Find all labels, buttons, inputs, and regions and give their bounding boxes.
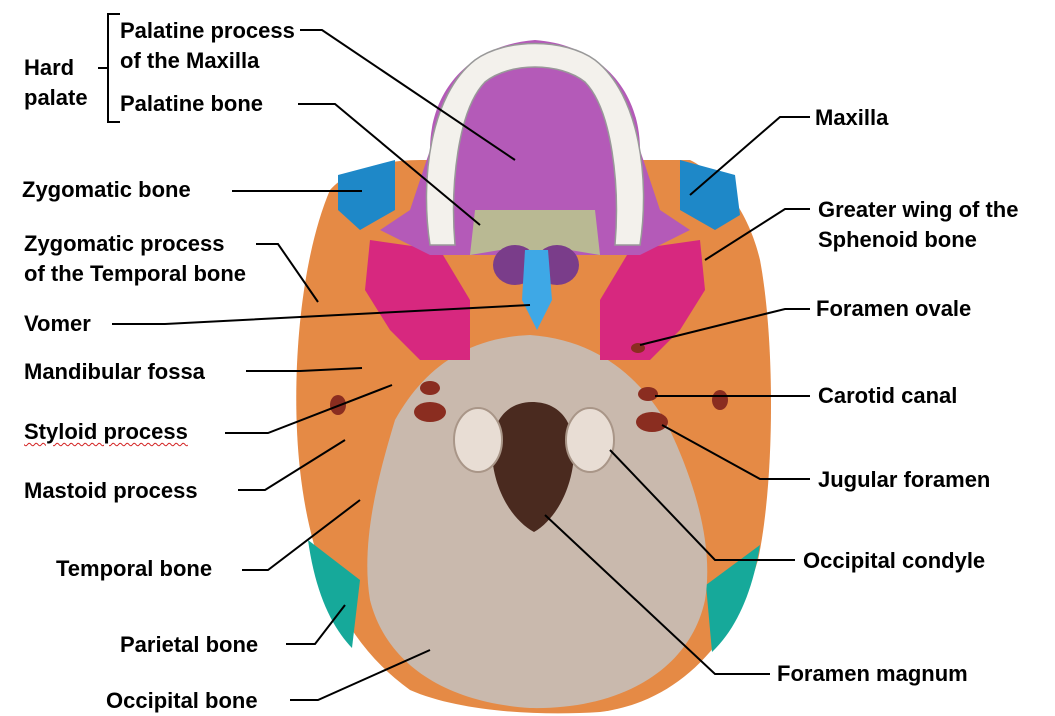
vomer	[522, 250, 552, 330]
label-carotid-canal: Carotid canal	[818, 383, 958, 408]
label-zygomatic-process: Zygomatic process of the Temporal bone	[24, 231, 247, 286]
leader-lines	[112, 29, 810, 701]
parietal-left	[308, 540, 360, 648]
occipital-condyle-right	[565, 407, 615, 473]
label-vomer: Vomer	[24, 311, 91, 336]
carotid-canal	[638, 387, 658, 401]
label-palatine-bone: Palatine bone	[120, 91, 264, 116]
label-hard-palate: Hard palate	[24, 55, 88, 110]
label-palatine-process: Palatine process of the Maxilla	[120, 18, 295, 73]
parietal-right	[706, 545, 760, 652]
label-styloid-process: Styloid process	[24, 419, 188, 444]
zygomatic-left	[338, 160, 395, 230]
label-parietal-bone: Parietal bone	[120, 632, 259, 657]
hard-palate-brace	[98, 13, 120, 123]
label-jugular-foramen: Jugular foramen	[818, 467, 991, 492]
label-foramen-magnum: Foramen magnum	[777, 661, 968, 686]
label-mastoid-process: Mastoid process	[24, 478, 198, 503]
label-temporal-bone: Temporal bone	[56, 556, 213, 581]
label-greater-wing: Greater wing of the Sphenoid bone	[818, 197, 1019, 252]
label-mandibular-fossa: Mandibular fossa	[24, 359, 205, 384]
zygomatic-right	[680, 160, 740, 230]
label-foramen-ovale: Foramen ovale	[816, 296, 972, 321]
sphenoid-bone	[365, 240, 470, 360]
jugular-foramen	[636, 412, 668, 432]
foramen-magnum	[491, 402, 575, 532]
label-maxilla: Maxilla	[815, 105, 889, 130]
occipital-condyle-left	[453, 407, 503, 473]
label-occipital-condyle: Occipital condyle	[803, 548, 986, 573]
teeth	[425, 42, 645, 246]
label-occipital-bone: Occipital bone	[106, 688, 258, 713]
label-zygomatic-bone: Zygomatic bone	[22, 177, 191, 202]
